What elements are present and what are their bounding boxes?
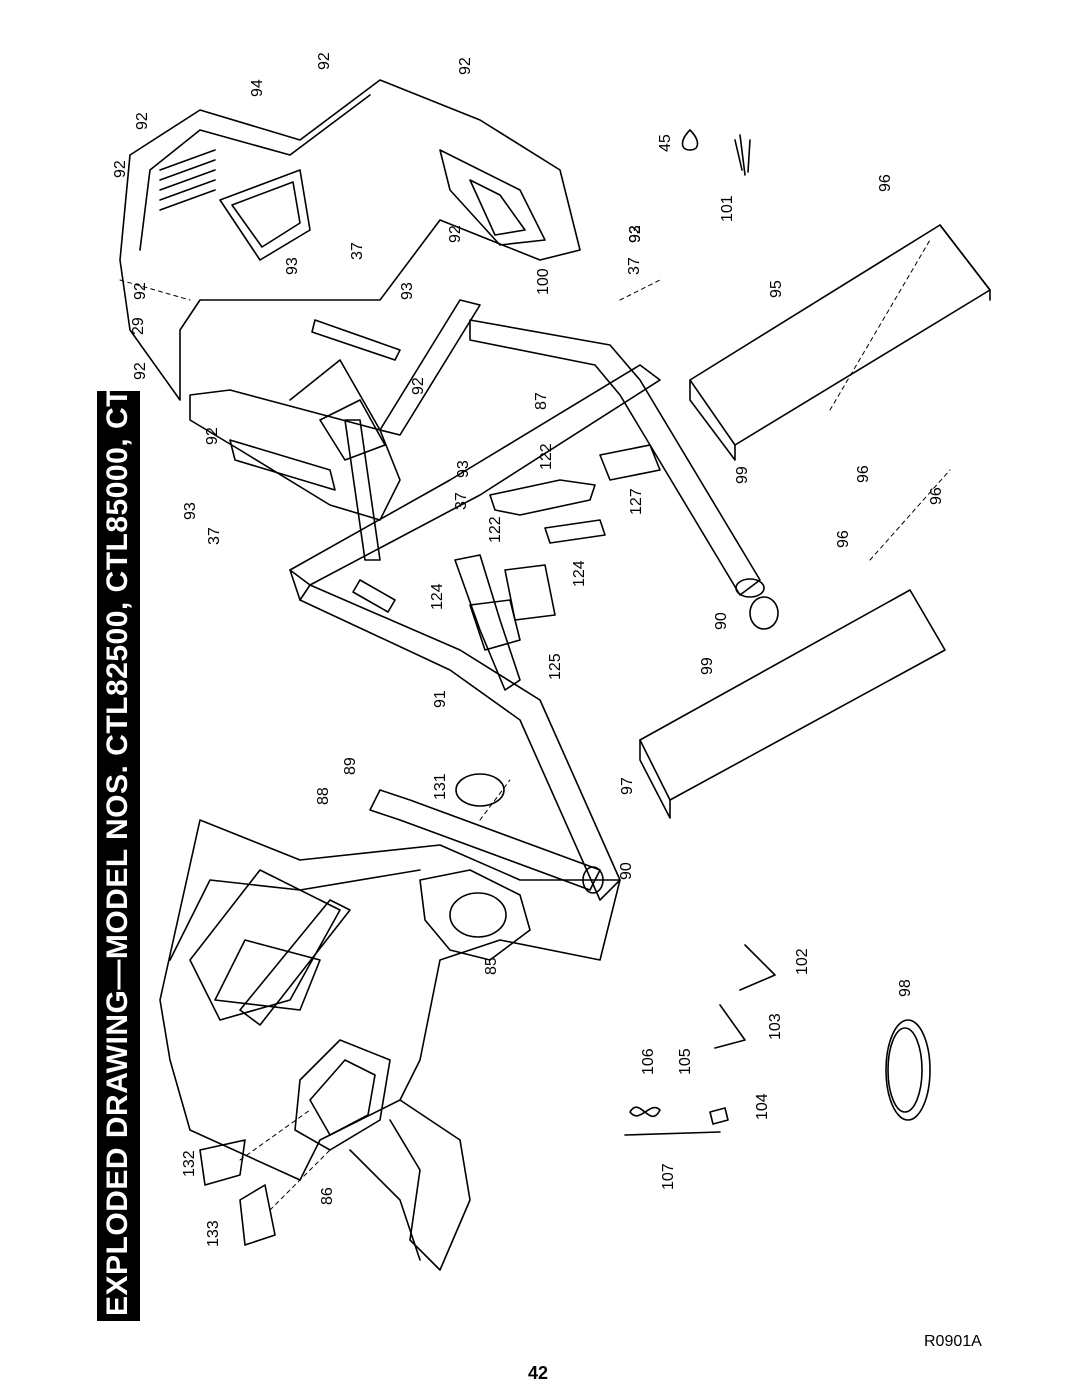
callout-label: 103 <box>767 1013 784 1040</box>
callout-label: 132 <box>181 1150 198 1177</box>
callout-label: 92 <box>316 52 333 70</box>
end-cap-90 <box>749 596 779 630</box>
callout-label: 37 <box>626 257 643 275</box>
callout-label: 105 <box>677 1048 694 1075</box>
callout-label: 100 <box>535 268 552 295</box>
callout-label: 92 <box>132 282 149 300</box>
upright-cover-97 <box>639 589 946 819</box>
callout-label: 124 <box>571 560 588 587</box>
callout-label: 104 <box>754 1093 771 1120</box>
callout-label: 95 <box>768 280 785 298</box>
callout-label: 122 <box>487 516 504 543</box>
upright-frame <box>189 319 401 521</box>
callout-label: 92 <box>204 427 221 445</box>
callout-label: 37 <box>453 492 470 510</box>
end-cap-131 <box>455 773 505 807</box>
drawing-code: R0901A <box>924 1333 982 1350</box>
callout-label: 94 <box>249 79 266 97</box>
callout-label: 93 <box>627 225 644 243</box>
callout-label: 93 <box>182 502 199 520</box>
callout-label: 102 <box>794 948 811 975</box>
callout-label: 93 <box>399 282 416 300</box>
callout-label: 45 <box>657 134 674 152</box>
callout-label: 99 <box>699 657 716 675</box>
callout-label: 93 <box>284 257 301 275</box>
callout-label: 29 <box>130 317 147 335</box>
callout-label: 87 <box>533 392 550 410</box>
page-number: 42 <box>528 1363 549 1383</box>
callout-label: 89 <box>342 757 359 775</box>
callout-label: 37 <box>206 527 223 545</box>
callout-label: 92 <box>132 362 149 380</box>
rear-tube <box>369 789 604 894</box>
callout-label: 133 <box>205 1220 222 1247</box>
callout-label: 91 <box>432 690 449 708</box>
callout-label: 93 <box>455 460 472 478</box>
callout-label: 122 <box>538 443 555 470</box>
callout-label: 90 <box>618 862 635 880</box>
pulse-grips <box>454 479 606 691</box>
callout-label: 107 <box>660 1163 677 1190</box>
upright-tube <box>469 319 765 598</box>
callout-label: 92 <box>457 57 474 75</box>
callout-label: 127 <box>628 488 645 515</box>
callout-label: 131 <box>432 773 449 800</box>
callout-label: 86 <box>319 1187 336 1205</box>
callout-label: 37 <box>349 242 366 260</box>
callout-label: 125 <box>547 653 564 680</box>
callout-label: 92 <box>410 377 427 395</box>
callout-label: 85 <box>483 957 500 975</box>
callout-label: 106 <box>640 1048 657 1075</box>
callout-label: 92 <box>627 225 644 243</box>
callout-label: 99 <box>734 466 751 484</box>
callout-label: 96 <box>855 465 872 483</box>
small-parts <box>199 129 931 1246</box>
callout-label: 101 <box>719 195 736 222</box>
callout-label: 88 <box>315 787 332 805</box>
callout-label: 90 <box>713 612 730 630</box>
callout-label: 92 <box>134 112 151 130</box>
callout-label: 97 <box>619 777 636 795</box>
callout-label: 92 <box>447 225 464 243</box>
callout-label: 98 <box>897 979 914 997</box>
base-frame <box>159 819 621 1271</box>
title-bar <box>97 391 140 1321</box>
handrail-frame <box>289 299 661 901</box>
callout-label: 96 <box>928 487 945 505</box>
callout-labels: 92 92 92 92 94 92 29 92 92 93 37 37 93 9… <box>112 52 945 1247</box>
callout-label: 124 <box>429 583 446 610</box>
callout-label: 92 <box>112 160 129 178</box>
upright-cover-95 <box>689 224 991 461</box>
motor-hood-cover <box>119 79 581 401</box>
callout-label: 96 <box>835 530 852 548</box>
callout-label: 96 <box>877 174 894 192</box>
